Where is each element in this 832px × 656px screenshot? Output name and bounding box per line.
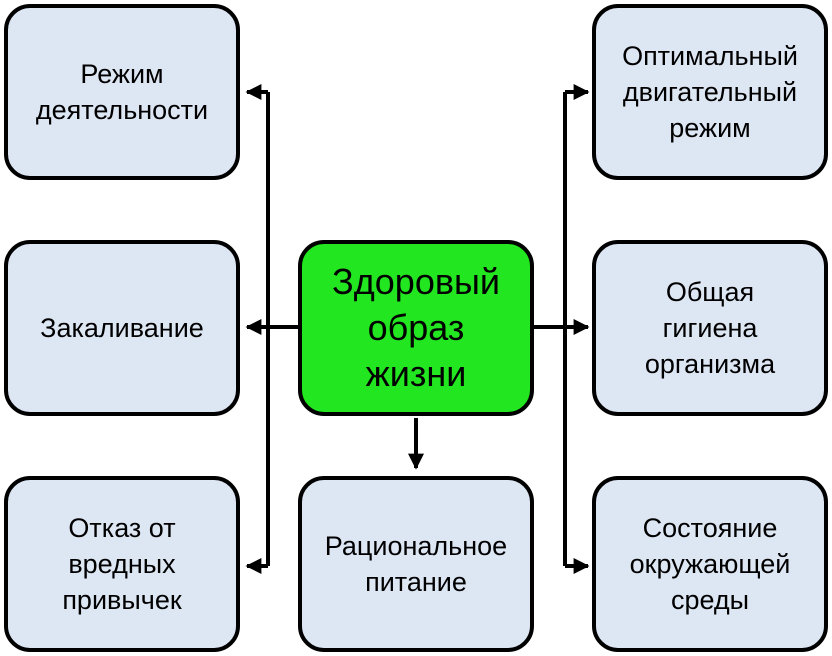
node-right-bottom: Состояние окружающей среды [592,476,828,652]
node-left-bottom-label: Отказ от вредных привычек [62,513,182,615]
node-left-mid: Закаливание [4,240,240,416]
node-left-top-label: Режим деятельности [35,59,209,125]
node-bottom-label: Рациональное питание [324,531,508,597]
node-left-bottom: Отказ от вредных привычек [4,476,240,652]
node-left-top: Режим деятельности [4,4,240,180]
node-right-mid: Общая гигиена организма [592,240,828,416]
node-center-label: Здоровый образ жизни [332,261,500,394]
node-right-top-label: Оптимальный двигательный режим [622,41,798,143]
node-right-mid-label: Общая гигиена организма [644,277,776,379]
node-bottom: Рациональное питание [298,476,534,652]
node-right-bottom-label: Состояние окружающей среды [629,513,791,615]
node-center: Здоровый образ жизни [298,240,534,416]
node-left-mid-label: Закаливание [40,313,204,343]
node-right-top: Оптимальный двигательный режим [592,4,828,180]
